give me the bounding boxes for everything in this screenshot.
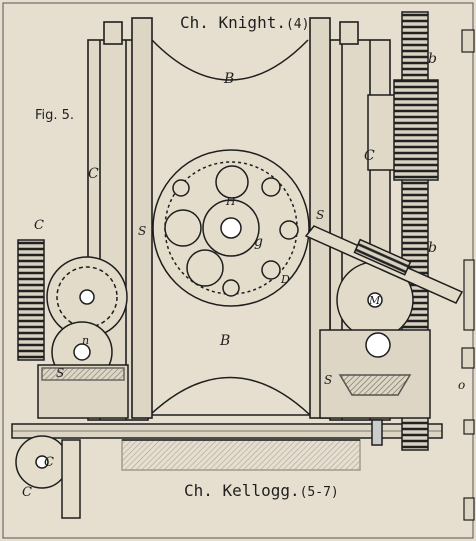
label-g: g: [254, 234, 263, 250]
label-c1: C: [44, 455, 54, 470]
crank-c1: [15, 435, 81, 519]
label-o: o: [458, 378, 465, 392]
label-s-lower-left: S: [56, 366, 64, 380]
label-b-top: B: [223, 71, 234, 87]
label-h-top: H: [225, 195, 236, 208]
label-c3: C: [34, 218, 44, 233]
base-frame: [11, 423, 443, 471]
figure-label: Fig. 5.: [35, 108, 75, 123]
cross-bars: [149, 39, 311, 416]
lever-arm: [304, 225, 464, 304]
label-c-right: C: [364, 148, 375, 164]
footer-title: Ch. Kellogg.: [184, 481, 300, 500]
label-c-left: C: [88, 166, 99, 182]
label-b-rack-top: b: [428, 51, 437, 67]
footer-ref: (5-7): [299, 485, 339, 500]
label-c2: C: [22, 485, 32, 500]
header-caption: Ch. Knight.(4): [180, 13, 309, 32]
label-d: D: [280, 273, 290, 286]
header-ref: (4): [285, 17, 310, 32]
pulley-left: [37, 256, 129, 419]
label-b-rack-mid: b: [428, 240, 437, 256]
label-s-right: S: [316, 208, 324, 222]
label-s2: S: [138, 224, 146, 238]
header-title: Ch. Knight.: [180, 13, 286, 32]
label-n: n: [82, 334, 89, 347]
pulley-right: [319, 261, 431, 446]
label-b-bottom: B: [219, 333, 230, 349]
column-left: [87, 17, 153, 421]
label-m: M: [368, 294, 381, 307]
central-chuck: [152, 149, 310, 307]
margin-fragments: [461, 29, 475, 521]
label-s-lower-right: S: [324, 373, 332, 387]
worm-gear-left: [17, 239, 45, 361]
footer-caption: Ch. Kellogg.(5-7): [184, 481, 339, 500]
